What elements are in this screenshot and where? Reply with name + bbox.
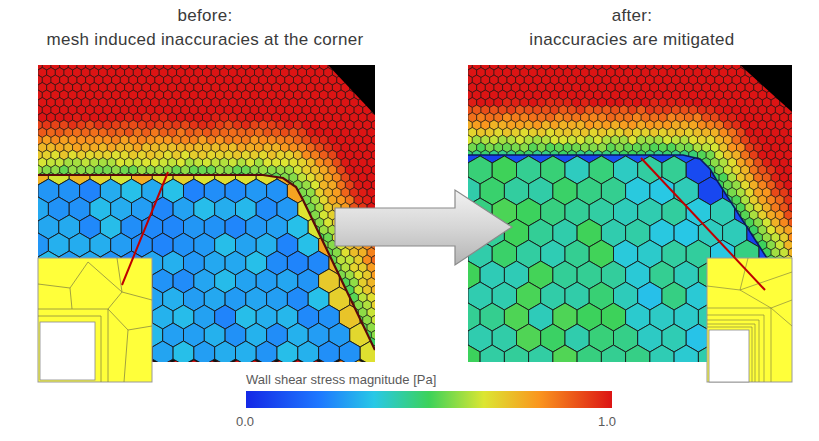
mesh-cell <box>256 341 277 362</box>
panel-heading: inaccuracies are mitigated <box>432 30 819 50</box>
mesh-cell <box>650 345 674 362</box>
mesh-cell <box>626 345 650 362</box>
scale-value: 1.0 <box>598 414 616 429</box>
mesh-cell <box>319 341 340 362</box>
mesh-cell <box>298 341 319 362</box>
mesh-cell <box>674 345 698 362</box>
panel-heading: mesh induced inaccuracies at the corner <box>5 30 405 50</box>
colour-bar-title: Wall shear stress magnitude [Pa] <box>246 372 436 387</box>
mesh-cell <box>468 345 480 362</box>
mesh-cell <box>529 345 553 362</box>
leader-line <box>122 172 168 285</box>
mesh-cell <box>152 341 173 362</box>
mesh-cell <box>480 345 504 362</box>
background <box>740 65 792 112</box>
transition-arrow <box>335 190 512 265</box>
mesh-cell <box>277 341 298 362</box>
panel-heading: after: <box>432 6 819 26</box>
mesh-cell <box>339 341 360 362</box>
mesh-cell <box>173 341 194 362</box>
mesh-cell <box>236 341 257 362</box>
inset-after <box>707 258 792 382</box>
background <box>328 65 375 115</box>
mesh-cell <box>601 345 625 362</box>
scale-value: 0.0 <box>236 414 254 429</box>
mesh-cell <box>577 345 601 362</box>
mesh-cell <box>194 341 215 362</box>
inset-before <box>38 258 152 382</box>
mesh-cell <box>553 345 577 362</box>
corner-edge <box>468 155 792 297</box>
panel-heading: before: <box>5 6 405 26</box>
leader-line <box>641 158 765 290</box>
mesh-cell <box>215 341 236 362</box>
mesh-cell <box>504 345 528 362</box>
colour-bar <box>246 391 612 408</box>
